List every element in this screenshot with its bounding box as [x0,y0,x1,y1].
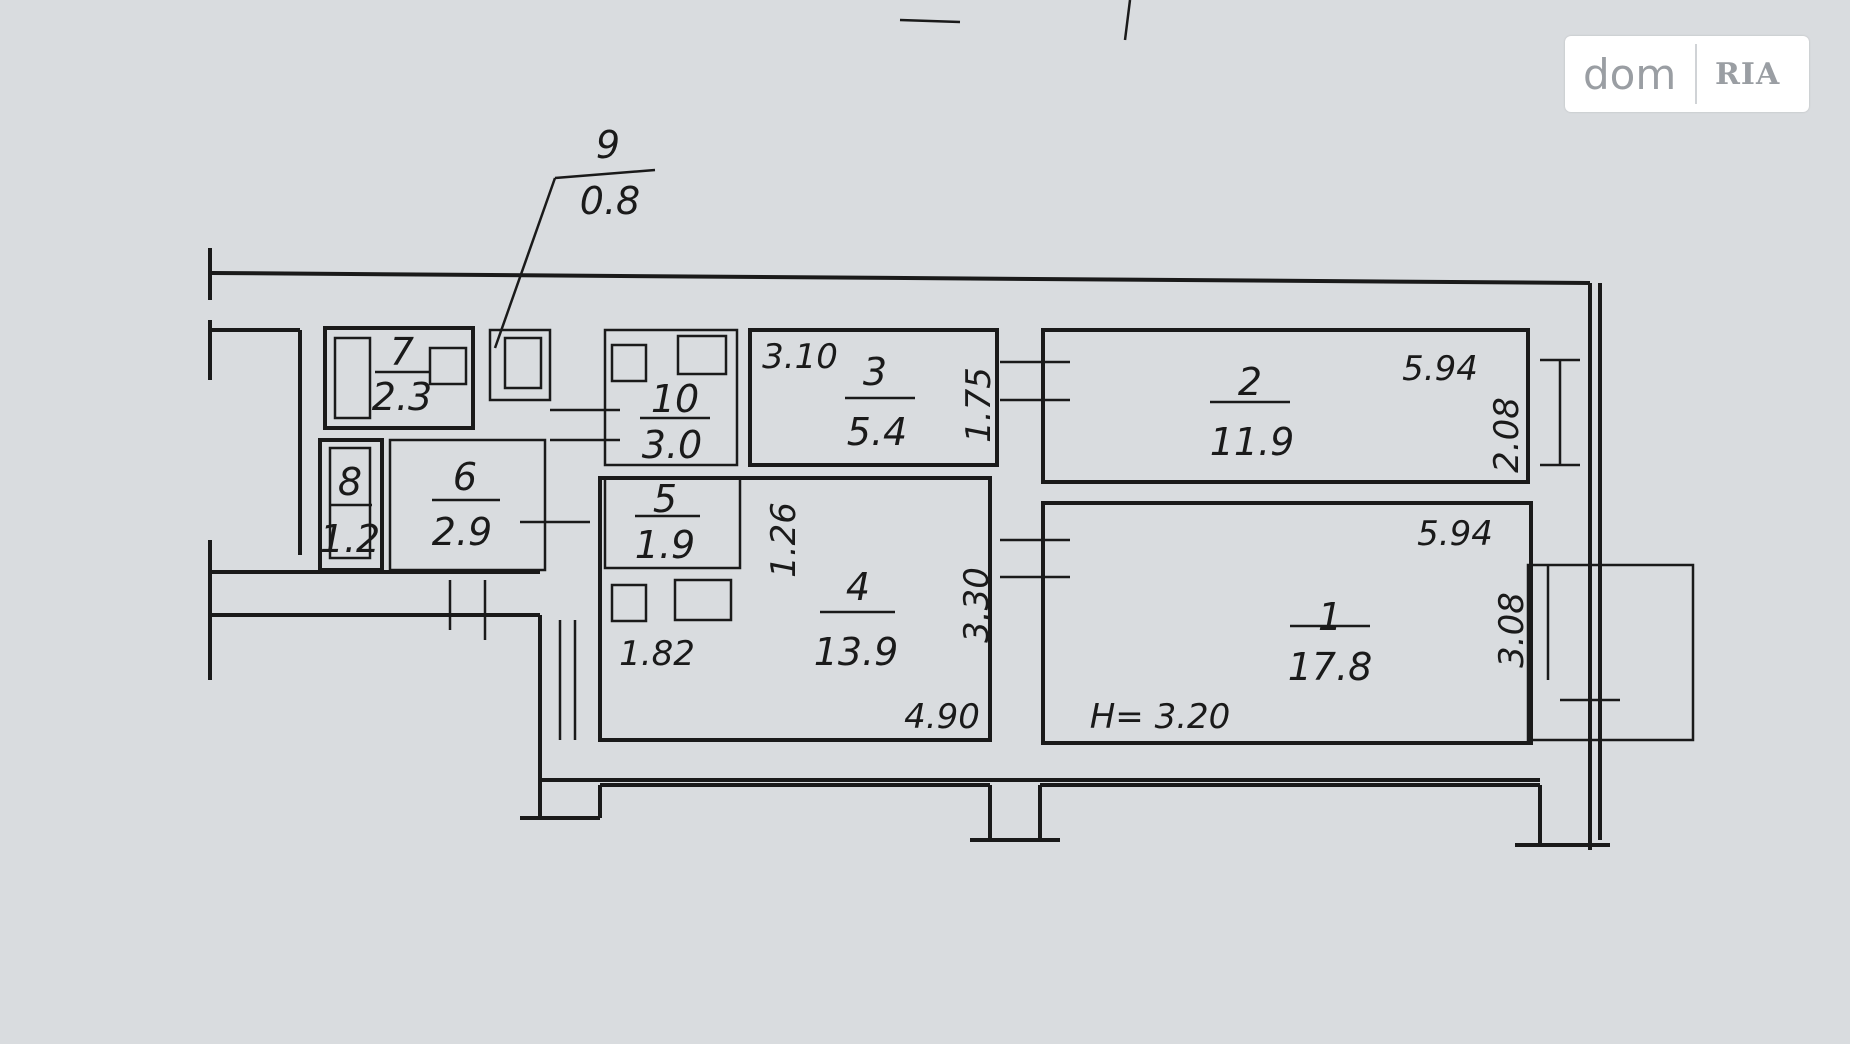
dimension-labels: 3.10 1.75 5.94 2.08 5.94 3.08 1.26 3.30 … [619,337,1532,737]
room-number: 5 [653,477,677,521]
dimension-label: 4.90 [904,697,980,737]
bathtub-icon [333,336,372,420]
room-number: 1 [1318,595,1342,639]
watermark-divider [1695,44,1697,104]
sink-icon [610,343,648,383]
room-number: 2 [1238,360,1262,404]
callout-area: 0.8 [580,179,640,223]
dimension-label: 1.75 [959,367,999,443]
stove-icon [676,334,728,376]
room-area: 2.3 [372,375,432,419]
dimension-label: 3.08 [1492,592,1532,668]
dimension-label: 2.08 [1487,397,1527,473]
dimension-label: 3.30 [957,567,997,643]
watermark-ria-text: RIA [1715,56,1781,92]
watermark-dom-text: dom [1583,49,1677,99]
outer-walls [208,248,1610,850]
room-area: 17.8 [1288,645,1373,689]
ceiling-height-label: H= 3.20 [1090,697,1231,737]
title-scribble [899,18,961,24]
room-area: 2.9 [432,510,492,554]
room-area: 3.0 [642,423,702,467]
room-area: 1.2 [320,517,380,561]
room-number: 10 [651,377,699,421]
room-labels: 1 17.8 2 11.9 3 5.4 4 13.9 5 1.9 6 2.9 7… [320,330,1373,689]
dimension-label: 3.10 [762,337,838,377]
watermark-logo: dom RIA [1565,36,1809,112]
sink-icon [428,346,468,386]
room-number: 6 [453,455,477,499]
dimension-label: 1.26 [764,502,804,578]
room-number: 7 [390,330,414,374]
room-outlines [318,326,1695,745]
dimension-label: 5.94 [1417,514,1493,554]
room-number: 8 [338,460,362,504]
sink-icon [610,583,648,623]
stove-icon [673,578,733,622]
room-area: 13.9 [814,630,899,674]
toilet-icon [328,446,372,560]
room-area: 1.9 [635,523,695,567]
fixtures [328,334,733,623]
room-number: 4 [846,565,870,609]
room-area: 11.9 [1210,420,1295,464]
title-scribble-stroke [1123,0,1132,41]
room-number: 3 [863,350,887,394]
door-marks [448,360,1070,640]
dimension-label: 1.82 [619,634,695,674]
dimension-label: 5.94 [1402,349,1478,389]
room-area: 5.4 [847,410,907,454]
callout-number: 9 [596,123,620,167]
room-9-callout: 9 0.8 [493,123,656,349]
toilet-icon [503,336,543,390]
